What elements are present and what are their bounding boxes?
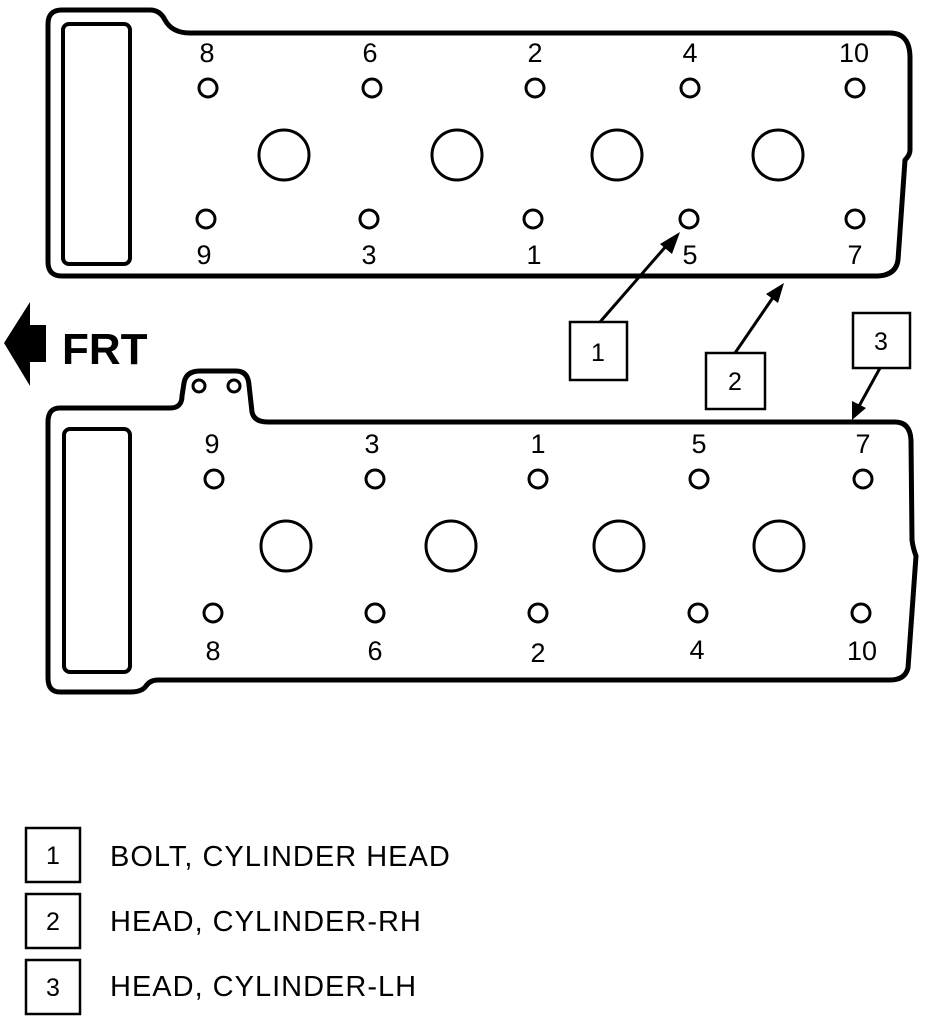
legend-item: 3 HEAD, CYLINDER-LH xyxy=(24,958,417,1016)
rh-bolt-number: 4 xyxy=(682,38,697,68)
rh-bolt xyxy=(679,77,701,99)
rh-cylinder-head: 8 6 2 4 10 9 3 1 5 7 xyxy=(45,7,913,279)
lh-bolt-number: 6 xyxy=(367,636,382,666)
lh-bolt xyxy=(203,468,225,490)
rh-bore xyxy=(751,128,805,182)
rh-bore xyxy=(257,128,311,182)
callout-1-arrowhead xyxy=(660,232,680,254)
legend-item-3-box xyxy=(24,958,82,1016)
lh-bolt-number: 4 xyxy=(689,635,704,665)
callout-3-leader xyxy=(856,367,882,409)
callout-1-leader xyxy=(598,244,669,323)
legend-item-1-text: BOLT, CYLINDER HEAD xyxy=(110,841,451,873)
legend-item-1-number: 1 xyxy=(46,842,60,870)
lh-bolt xyxy=(364,602,386,624)
legend-item-2-box xyxy=(24,892,82,950)
rh-bolt xyxy=(844,208,866,230)
callout-3: 3 xyxy=(851,311,912,420)
lh-bolt-number: 9 xyxy=(204,429,219,459)
rh-bolt xyxy=(522,208,544,230)
lh-head-end-pad xyxy=(62,427,132,674)
rh-bolt-number: 10 xyxy=(839,38,869,68)
callout-3-number: 3 xyxy=(874,328,888,356)
rh-bolt-number: 5 xyxy=(682,240,697,270)
rh-head-outline xyxy=(45,7,913,279)
lh-head-outline xyxy=(45,368,919,695)
rh-head-end-pad xyxy=(61,22,132,266)
lh-bolt-number: 5 xyxy=(691,429,706,459)
rh-bore xyxy=(590,128,644,182)
callout-3-box xyxy=(851,311,912,370)
rh-bolt xyxy=(678,208,700,230)
lh-bore xyxy=(259,519,313,573)
lh-cylinder-head: 9 3 1 5 7 8 6 2 4 10 xyxy=(45,368,919,695)
callout-2-box xyxy=(704,351,767,411)
rh-bolt xyxy=(524,77,546,99)
lh-bolt xyxy=(364,468,386,490)
legend-item-2-number: 2 xyxy=(46,908,60,936)
lh-dowel-hole xyxy=(226,378,242,394)
lh-bolt-number: 8 xyxy=(205,636,220,666)
lh-bolt xyxy=(850,602,872,624)
lh-bolt-number: 10 xyxy=(847,636,877,666)
rh-bolt xyxy=(361,77,383,99)
rh-bolt xyxy=(197,77,219,99)
rh-bolt-number: 2 xyxy=(527,38,542,68)
callout-1-number: 1 xyxy=(591,339,605,367)
rh-bolt-number: 6 xyxy=(362,38,377,68)
rh-bolt-number: 3 xyxy=(361,240,376,270)
lh-bolt xyxy=(527,602,549,624)
legend-item: 1 BOLT, CYLINDER HEAD xyxy=(24,826,451,884)
rh-bolt xyxy=(844,77,866,99)
legend-item-2-text: HEAD, CYLINDER-RH xyxy=(110,906,422,938)
rh-bore xyxy=(430,128,484,182)
lh-bolt xyxy=(687,602,709,624)
lh-bolt xyxy=(202,602,224,624)
lh-dowel-hole xyxy=(191,378,207,394)
lh-bore xyxy=(424,519,478,573)
lh-bolt-number: 3 xyxy=(364,429,379,459)
lh-bolt-number: 2 xyxy=(530,638,545,668)
legend-item-3-number: 3 xyxy=(46,974,60,1002)
callout-2-leader xyxy=(733,295,776,354)
callout-1-box xyxy=(568,320,629,382)
front-arrow-icon xyxy=(4,302,46,386)
front-label: FRT xyxy=(62,325,148,374)
lh-bolt-number: 1 xyxy=(530,429,545,459)
callout-1: 1 xyxy=(568,232,680,382)
legend-item-1-box xyxy=(24,826,82,884)
rh-bolt-number: 8 xyxy=(199,38,214,68)
front-direction-indicator: FRT xyxy=(4,302,148,386)
lh-bolt xyxy=(527,468,549,490)
legend: 1 BOLT, CYLINDER HEAD 2 HEAD, CYLINDER-R… xyxy=(24,826,451,1016)
lh-bolt xyxy=(688,468,710,490)
lh-bore xyxy=(592,519,646,573)
callout-3-arrowhead xyxy=(852,401,866,420)
rh-bolt-number: 9 xyxy=(196,240,211,270)
rh-bolt-number: 7 xyxy=(847,240,862,270)
lh-bore xyxy=(752,519,806,573)
legend-item: 2 HEAD, CYLINDER-RH xyxy=(24,892,422,950)
callout-2-number: 2 xyxy=(728,368,742,396)
rh-bolt xyxy=(195,208,217,230)
rh-bolt-number: 1 xyxy=(526,240,541,270)
legend-item-3-text: HEAD, CYLINDER-LH xyxy=(110,971,417,1003)
lh-bolt-number: 7 xyxy=(855,429,870,459)
callout-2: 2 xyxy=(704,283,784,411)
rh-bolt xyxy=(358,208,380,230)
lh-bolt xyxy=(852,468,874,490)
callout-2-arrowhead xyxy=(766,283,784,303)
